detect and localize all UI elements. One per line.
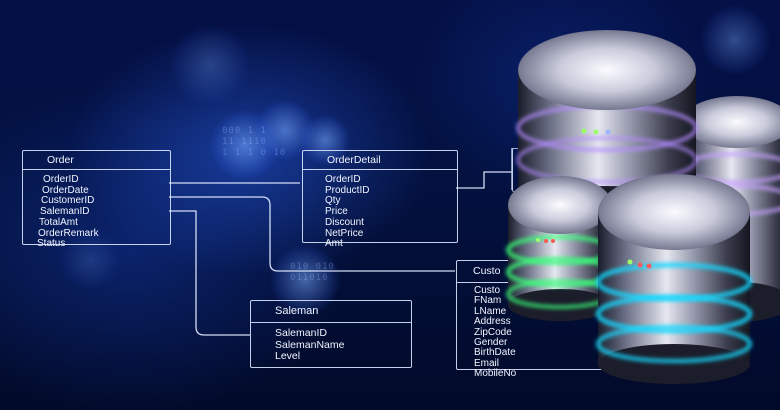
order-table-title: Order — [23, 151, 170, 170]
order-table-fields: OrderID OrderDate CustomerID SalemanID T… — [23, 170, 170, 250]
bokeh-light — [270, 245, 340, 315]
field: CustomerID — [41, 195, 95, 207]
field: Gender — [474, 337, 508, 349]
field: TotalAmt — [39, 216, 78, 228]
order-detail-table-title: OrderDetail — [303, 151, 457, 170]
saleman-table: Saleman SalemanID SalemanName Level — [250, 300, 412, 368]
field: Status — [37, 238, 66, 250]
field: LName — [474, 305, 507, 317]
field: OrderID — [43, 174, 79, 185]
field: OrderRemark — [38, 227, 99, 239]
field: Qty — [325, 195, 341, 207]
database-cylinder-icon — [506, 176, 614, 321]
field: OrderDate — [42, 184, 89, 196]
saleman-table-title: Saleman — [251, 301, 411, 323]
field: SalemanName — [275, 338, 345, 351]
field: MobileNo — [474, 368, 517, 380]
database-cylinder-icon — [596, 174, 752, 384]
order-detail-table-fields: OrderID ProductID Qty Price Discount Net… — [303, 170, 457, 250]
bokeh-light — [700, 5, 770, 75]
field: Level — [275, 350, 301, 362]
background-binary-digits: 000 1 1 11 1110 1 1 1 0 10 — [222, 126, 287, 158]
bokeh-light — [300, 115, 350, 165]
field: FNam — [474, 295, 502, 307]
field: ProductID — [325, 184, 370, 196]
bokeh-light — [60, 230, 120, 290]
customer-table-fields: Custo FNam LName Address ZipCode Gender … — [457, 283, 617, 380]
field: Amt — [325, 238, 343, 250]
field: Email — [474, 357, 500, 369]
field: Discount — [325, 216, 364, 228]
field: Custo — [474, 285, 501, 296]
bokeh-light — [170, 25, 250, 105]
field: SalemanID — [275, 327, 327, 339]
background-binary-digits: 010 010 011010 — [290, 262, 335, 283]
saleman-table-fields: SalemanID SalemanName Level — [251, 323, 411, 363]
field: OrderID — [325, 174, 361, 185]
field: NetPrice — [325, 227, 364, 239]
field: Price — [325, 206, 348, 218]
field: Address — [474, 316, 511, 328]
field: SalemanID — [40, 206, 90, 218]
field: ZipCode — [474, 326, 512, 338]
order-table: Order OrderID OrderDate CustomerID Salem… — [22, 150, 171, 249]
order-detail-table: OrderDetail OrderID ProductID Qty Price … — [302, 150, 458, 249]
field: BirthDate — [474, 347, 516, 359]
